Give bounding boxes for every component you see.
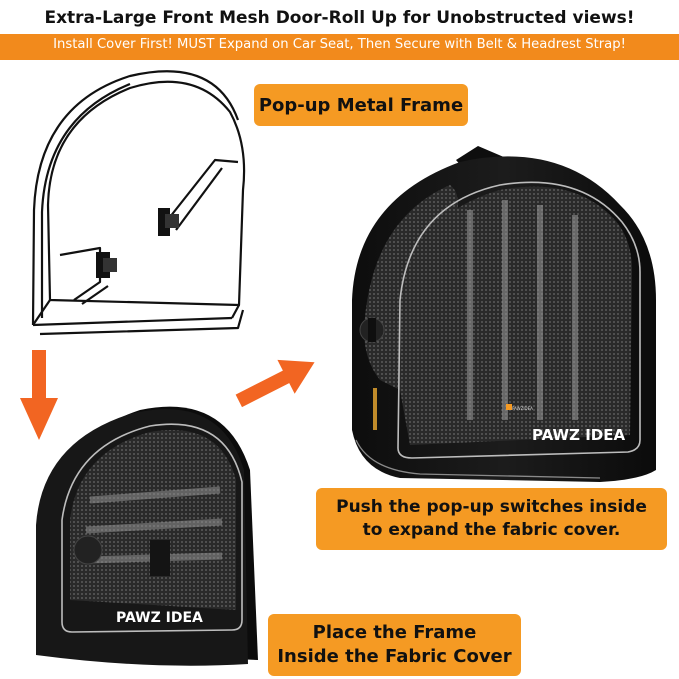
brand-logo-small: PAWZ IDEA xyxy=(116,610,203,626)
place-frame-label: Place the Frame Inside the Fabric Cover xyxy=(268,614,521,676)
brand-tag: PAWZIDEA xyxy=(512,406,533,411)
down-arrow-icon xyxy=(20,350,58,440)
page-headline: Extra-Large Front Mesh Door-Roll Up for … xyxy=(44,8,635,28)
subtitle-bar xyxy=(0,34,679,60)
place-label-line2: Inside the Fabric Cover xyxy=(277,646,512,667)
push-switch-label: Push the pop-up switches inside to expan… xyxy=(316,488,667,550)
diagonal-arrow-icon xyxy=(235,359,315,408)
frame-label: Pop-up Metal Frame xyxy=(254,84,468,126)
place-label-line1: Place the Frame xyxy=(312,622,477,643)
push-label-line2: to expand the fabric cover. xyxy=(362,520,621,540)
push-label-line1: Push the pop-up switches inside xyxy=(336,497,647,517)
brand-logo-large: PAWZ IDEA xyxy=(532,426,626,444)
page-subtitle: Install Cover First! MUST Expand on Car … xyxy=(53,37,626,52)
